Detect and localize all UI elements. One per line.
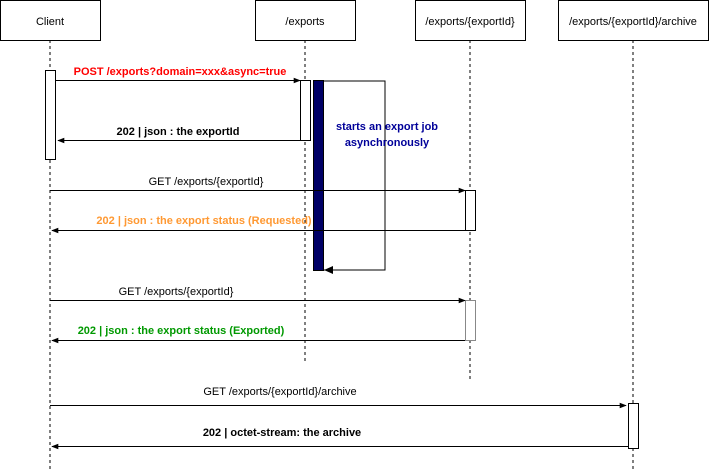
self-call-note-line-2: asynchronously — [345, 137, 430, 149]
activation-exports — [300, 80, 311, 141]
message-return-export-id: 202 | json : the exportId — [57, 126, 300, 144]
message-label: 202 | octet-stream: the archive — [203, 427, 361, 439]
activation-export-id-1 — [465, 190, 476, 231]
message-label: GET /exports/{exportId} — [119, 286, 234, 298]
message-label: POST /exports?domain=xxx&async=true — [74, 66, 287, 78]
message-post-exports: POST /exports?domain=xxx&async=true — [55, 66, 301, 84]
message-get-status-2: GET /exports/{exportId} — [50, 286, 466, 304]
activation-async-job — [313, 80, 324, 271]
participant-label: Client — [36, 16, 64, 28]
activation-export-id-2 — [465, 300, 476, 341]
participant-client: Client — [0, 0, 101, 41]
participant-label: /exports/{exportId} — [425, 16, 515, 28]
message-label: GET /exports/{exportId}/archive — [203, 386, 356, 398]
participant-archive: /exports/{exportId}/archive — [558, 0, 709, 41]
message-return-archive: 202 | octet-stream: the archive — [51, 427, 628, 450]
activation-archive — [628, 403, 639, 449]
participant-export-id: /exports/{exportId} — [415, 0, 526, 41]
message-status-exported: 202 | json : the export status (Exported… — [51, 325, 465, 344]
message-label: GET /exports/{exportId} — [149, 176, 264, 188]
message-get-archive: GET /exports/{exportId}/archive — [50, 386, 627, 409]
participant-label: /exports — [285, 16, 325, 28]
message-label: 202 | json : the exportId — [117, 126, 240, 138]
self-call-note-line-1: starts an export job — [336, 121, 438, 133]
message-get-status-1: GET /exports/{exportId} — [50, 176, 466, 194]
message-label: 202 | json : the export status (Exported… — [78, 325, 285, 337]
activation-client — [45, 70, 56, 160]
participant-label: /exports/{exportId}/archive — [569, 16, 697, 28]
message-status-requested: 202 | json : the export status (Requeste… — [51, 215, 465, 234]
self-call-loop — [323, 80, 386, 274]
participant-exports: /exports — [255, 0, 356, 41]
message-label: 202 | json : the export status (Requeste… — [96, 215, 312, 227]
